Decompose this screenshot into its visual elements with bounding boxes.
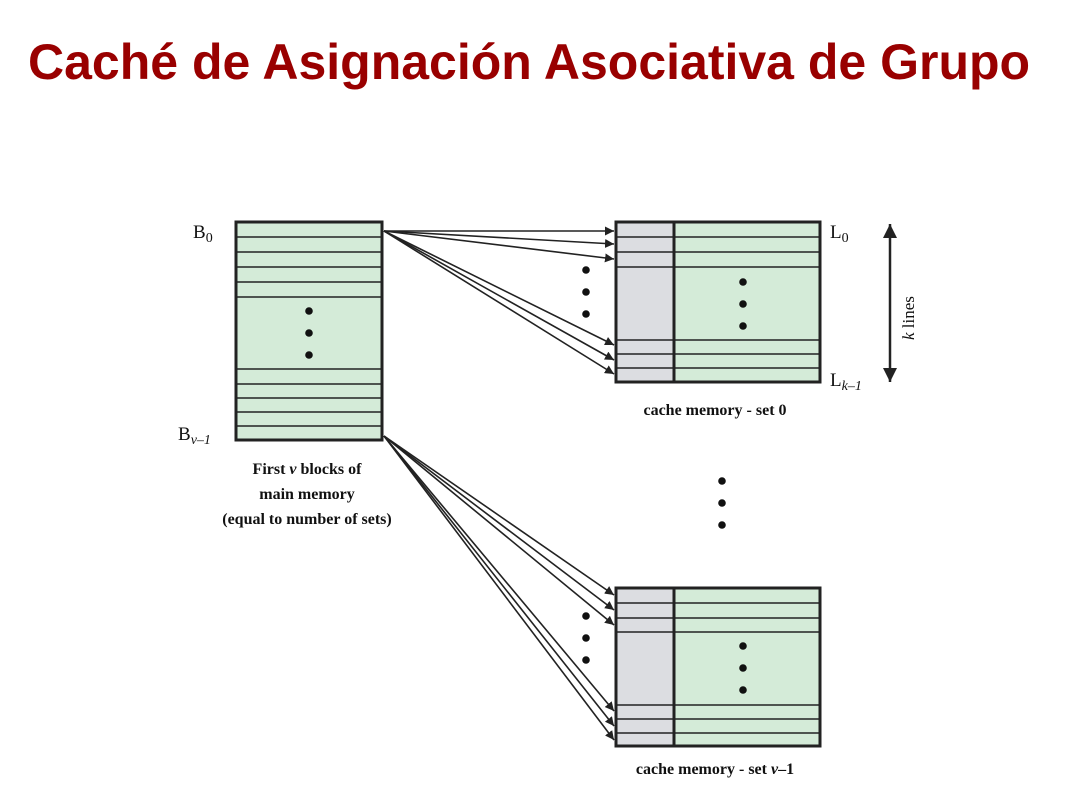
setv-arrow-ellipsis (582, 612, 590, 664)
svg-text:(equal to number of sets): (equal to number of sets) (222, 511, 391, 528)
cache-set-v-1 (614, 586, 822, 748)
arrows-to-set0 (383, 226, 615, 375)
sets-ellipsis (718, 477, 726, 529)
svg-text:main memory: main memory (259, 486, 355, 503)
set0-inner-ellipsis (739, 278, 747, 330)
main-memory-blocks (234, 220, 384, 442)
setv-inner-ellipsis (739, 642, 747, 694)
k-lines-label: k lines (899, 296, 918, 340)
arrows-to-set-v-1 (383, 435, 615, 741)
setv-caption: cache memory - set v–1 (636, 761, 794, 778)
svg-text:First v blocks of: First v blocks of (253, 461, 363, 478)
label-bv-1: Bv–1 (178, 424, 211, 448)
main-memory-ellipsis (305, 307, 313, 359)
label-l0: L0 (830, 222, 849, 246)
set0-caption: cache memory - set 0 (643, 402, 786, 419)
slide-title: Caché de Asignación Asociativa de Grupo (28, 34, 1031, 90)
label-b0: B0 (193, 222, 213, 246)
label-lk-1: Lk–1 (830, 370, 862, 394)
main-memory-caption: First v blocks of main memory (equal to … (222, 461, 391, 528)
set0-arrow-ellipsis (582, 266, 590, 318)
cache-set-0 (614, 220, 822, 384)
